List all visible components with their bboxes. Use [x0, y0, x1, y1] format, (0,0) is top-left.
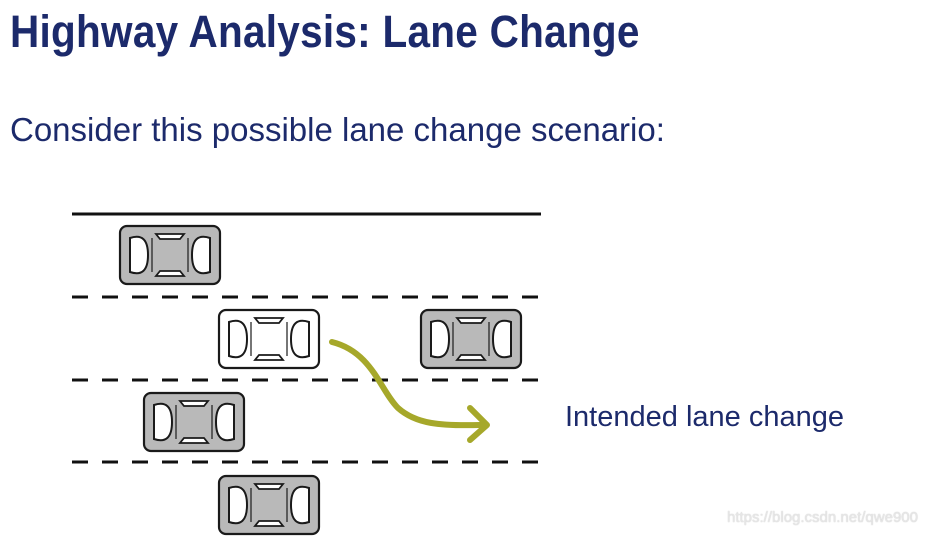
slide-subtitle: Consider this possible lane change scena…	[10, 111, 665, 148]
car-top-lane	[118, 224, 222, 286]
car-ahead-same-lane	[419, 308, 523, 370]
intended-lane-change-label: Intended lane change	[565, 401, 844, 433]
car-bottom-lane	[217, 474, 321, 536]
slide-title: Highway Analysis: Lane Change	[10, 6, 640, 57]
ego-car	[217, 308, 321, 370]
watermark-text: https://blog.csdn.net/qwe900	[727, 509, 918, 526]
lane-change-arrow	[329, 339, 483, 429]
car-target-lane	[142, 391, 246, 453]
lane-change-arrowhead	[467, 405, 490, 443]
